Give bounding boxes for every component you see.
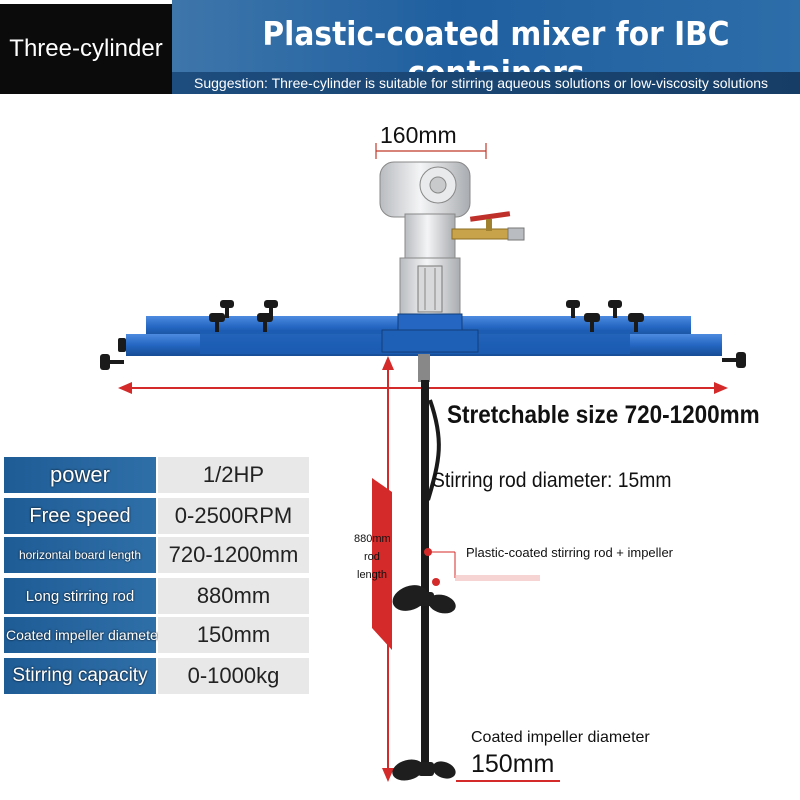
- impeller-diameter-value: 150mm: [471, 750, 555, 778]
- frame-bar: [126, 313, 722, 356]
- suggestion-text: Suggestion: Three-cylinder is suitable f…: [194, 75, 769, 91]
- spec-row-rod-length: Long stirring rod 880mm: [4, 578, 309, 614]
- rod-length-label-1: 880mm: [354, 533, 391, 545]
- motor-width-label: 160mm: [380, 122, 457, 148]
- header: Three-cylinder Plastic-coated mixer for …: [0, 0, 800, 94]
- spec-value: 1/2HP: [158, 457, 309, 493]
- clamp-knobs: [100, 300, 746, 370]
- cylinder-tag-label: Three-cylinder: [9, 35, 163, 62]
- title-banner: [172, 0, 800, 72]
- rod-length-label-2: rod: [364, 551, 380, 563]
- spec-label: power: [4, 457, 156, 493]
- spec-value: 880mm: [158, 578, 309, 614]
- spec-label: Free speed: [4, 498, 156, 534]
- lower-impeller: [392, 759, 456, 781]
- spec-value: 0-2500RPM: [158, 498, 309, 534]
- coated-rod-label: Plastic-coated stirring rod + impeller: [466, 545, 673, 560]
- upper-impeller: [392, 548, 456, 614]
- spec-value: 0-1000kg: [158, 658, 309, 694]
- rod-length-label-3: length: [357, 569, 387, 581]
- spec-row-power: power 1/2HP: [4, 457, 309, 493]
- air-valve: [451, 211, 525, 241]
- spec-label: horizontal board length: [4, 537, 156, 573]
- spec-row-free-speed: Free speed 0-2500RPM: [4, 498, 309, 534]
- spec-value: 720-1200mm: [158, 537, 309, 573]
- spec-label: Coated impeller diameter: [4, 617, 162, 653]
- suggestion-bar: [172, 72, 800, 94]
- stirring-rod: [418, 354, 441, 775]
- motor-width-dimension: [375, 143, 487, 159]
- spec-row-board-length: horizontal board length 720-1200mm: [4, 537, 309, 573]
- spec-label: Long stirring rod: [4, 578, 156, 614]
- coated-rod-callout: [428, 551, 540, 581]
- spec-value: 150mm: [158, 617, 309, 653]
- spec-row-impeller: Coated impeller diameter 150mm: [4, 617, 309, 653]
- rod-length-dimension: [372, 356, 394, 782]
- cylinder-tag: Three-cylinder: [0, 4, 172, 94]
- stretch-size-label: Stretchable size 720-1200mm: [447, 401, 760, 429]
- spec-row-capacity: Stirring capacity 0-1000kg: [4, 658, 309, 694]
- air-motor: [379, 161, 471, 321]
- spec-label: Stirring capacity: [4, 658, 156, 694]
- impeller-diameter-label: Coated impeller diameter: [471, 729, 650, 746]
- rod-diameter-label: Stirring rod diameter: 15mm: [432, 469, 672, 492]
